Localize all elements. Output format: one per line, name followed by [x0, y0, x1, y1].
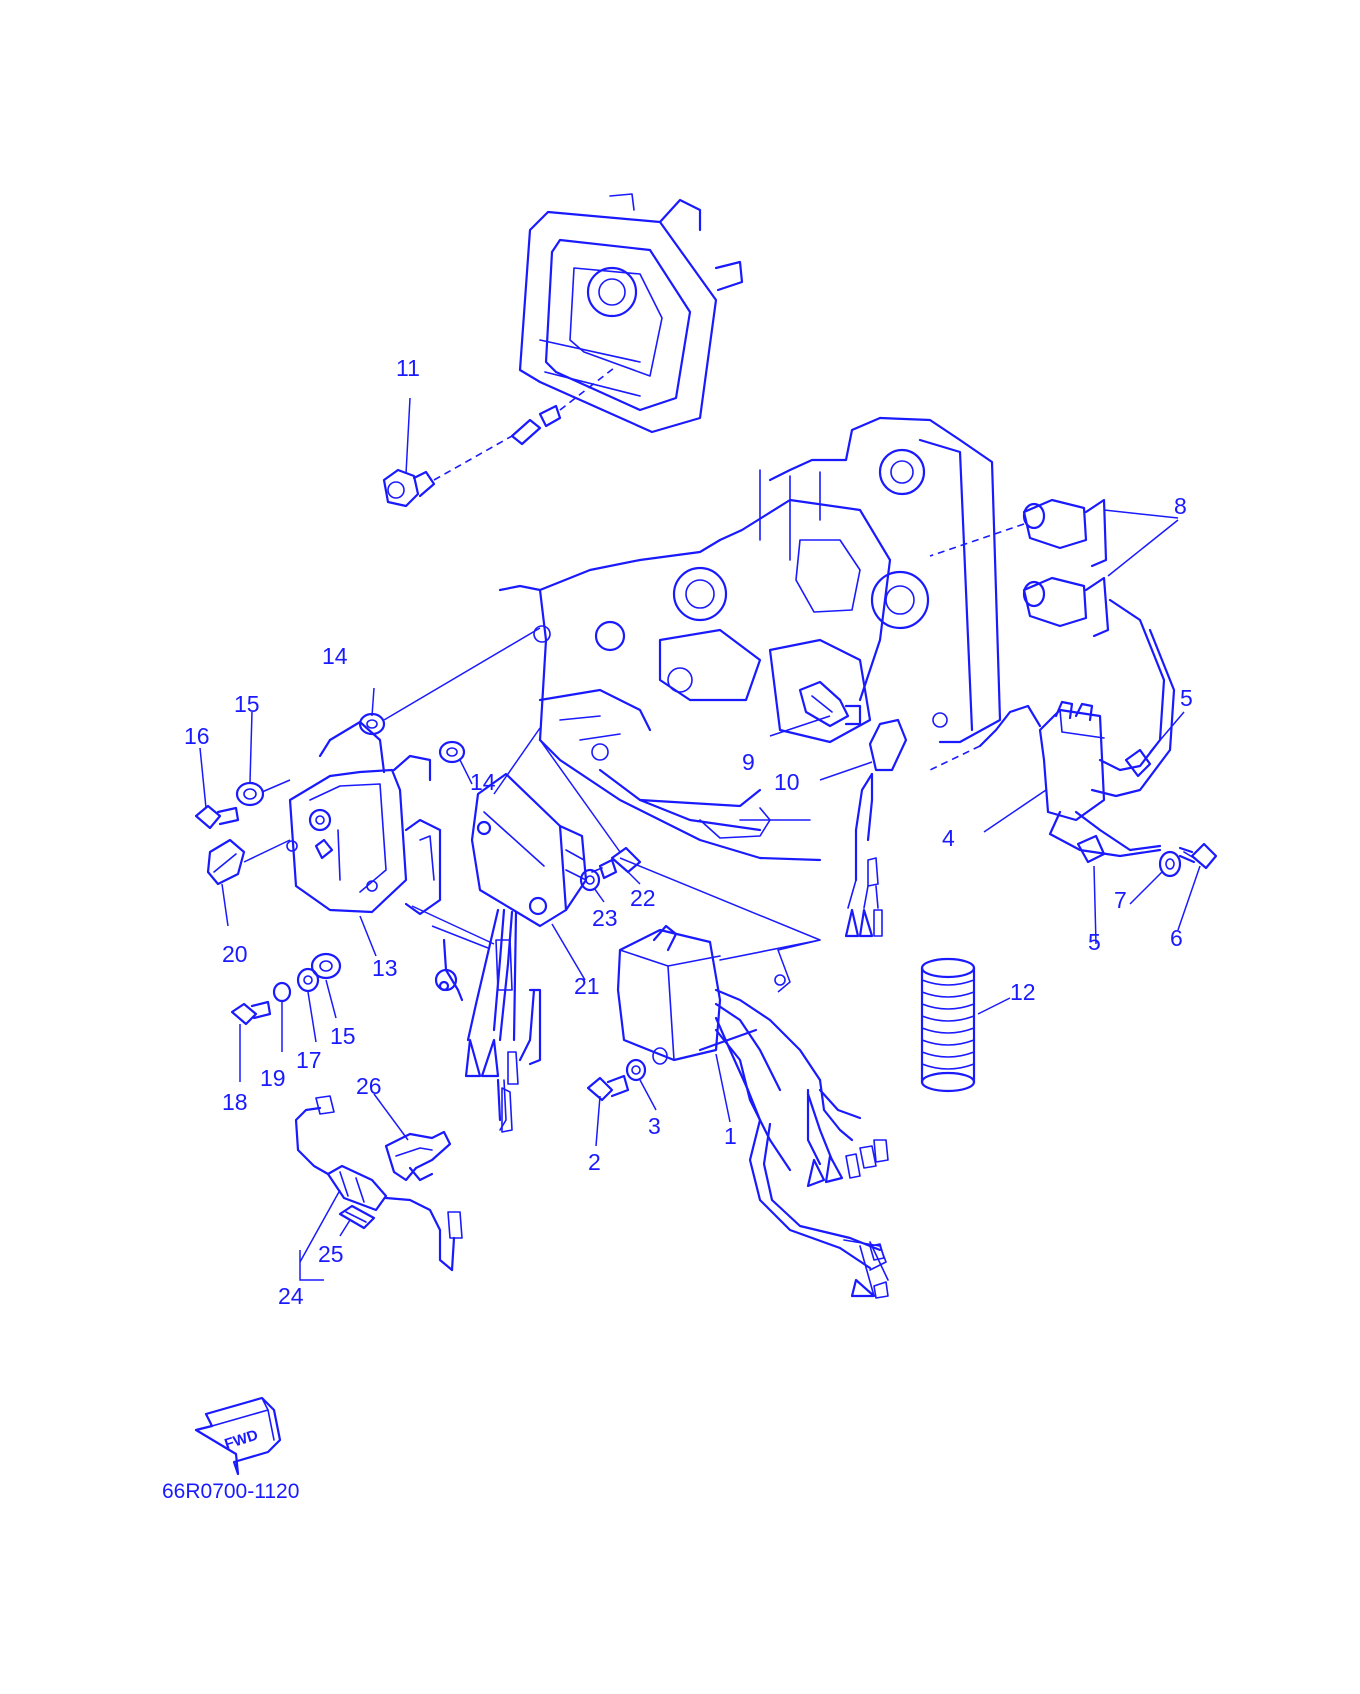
part-23-washer	[579, 868, 601, 892]
label-part-4: 4	[942, 825, 955, 851]
label-part-5b: 5	[1088, 929, 1101, 955]
label-part-11: 11	[396, 355, 420, 381]
part-19-washer	[272, 981, 292, 1003]
part-18-bolt	[230, 1000, 272, 1026]
part-12-spring	[920, 957, 976, 1093]
part-6-bolt	[1178, 842, 1218, 870]
part-9-sensor	[798, 680, 862, 728]
part-15-grommet-lower	[310, 952, 342, 980]
label-part-24: 24	[278, 1283, 304, 1309]
label-part-22: 22	[630, 885, 656, 911]
part-25-fuse	[338, 1204, 376, 1230]
part-10-cap	[844, 718, 908, 938]
part-17-washer	[296, 967, 320, 993]
part-4-ignition-coil	[929, 598, 1176, 858]
label-part-21: 21	[574, 973, 600, 999]
label-part-17: 17	[296, 1047, 322, 1073]
part-8-plug-caps	[929, 498, 1110, 638]
flywheel-cover	[518, 193, 744, 434]
label-part-15a: 15	[234, 691, 260, 717]
diagram-code: 66R0700-1120	[162, 1480, 299, 1503]
label-part-20: 20	[222, 941, 248, 967]
part-16-bolt	[194, 804, 240, 830]
label-part-7: 7	[1114, 887, 1127, 913]
part-1-cdi-unit	[616, 924, 889, 1299]
part-24-sensor	[294, 1095, 463, 1272]
part-26-holder	[384, 1130, 452, 1182]
part-11-sensor	[382, 367, 615, 508]
label-part-26: 26	[356, 1073, 382, 1099]
label-part-2: 2	[588, 1149, 601, 1175]
part-14-grommets	[358, 627, 541, 764]
engine-block	[498, 416, 1002, 862]
label-part-18: 18	[222, 1089, 248, 1115]
label-part-19: 19	[260, 1065, 286, 1091]
part-5-grommets	[1076, 748, 1152, 864]
label-part-14b: 14	[470, 769, 496, 795]
label-part-23: 23	[592, 905, 618, 931]
label-part-5a: 5	[1180, 685, 1193, 711]
part-15-grommet-upper	[235, 779, 291, 807]
part-20-clip	[206, 838, 291, 886]
label-part-1: 1	[724, 1123, 737, 1149]
label-part-8: 8	[1174, 493, 1187, 519]
label-part-13: 13	[372, 955, 398, 981]
part-3-washer	[625, 1047, 668, 1082]
label-part-10: 10	[774, 769, 800, 795]
label-part-12: 12	[1010, 979, 1036, 1005]
part-2-bolt	[586, 1074, 630, 1102]
label-part-6: 6	[1170, 925, 1183, 951]
part-7-washer	[1158, 850, 1182, 878]
label-part-9: 9	[742, 749, 755, 775]
part-13-bracket	[286, 720, 442, 916]
label-part-3: 3	[648, 1113, 661, 1139]
fwd-label: FWD	[222, 1426, 260, 1453]
leader-lines	[199, 397, 1201, 1281]
part-labels: 1 2 3 4 5 5 6 7 8 9 10 11 12 13 14 14 15…	[184, 355, 1193, 1309]
label-part-25: 25	[318, 1241, 344, 1267]
label-part-14a: 14	[322, 643, 348, 669]
label-part-15b: 15	[330, 1023, 356, 1049]
label-part-16: 16	[184, 723, 210, 749]
part-21-rectifier	[434, 772, 588, 1133]
fwd-arrow-icon: FWD	[194, 1396, 282, 1476]
